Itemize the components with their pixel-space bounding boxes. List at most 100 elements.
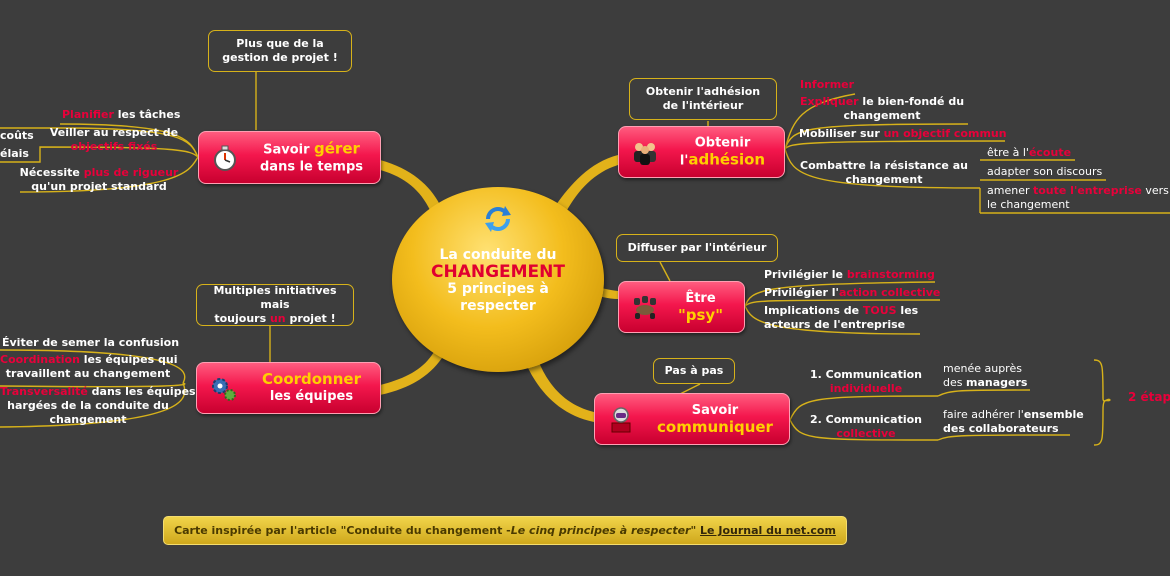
gerer-item-necessite-keyword: plus de rigueur [83,166,179,179]
adhesion-item-expliquer-line2: changement [843,109,921,122]
adhesion-callout-line2: de l'intérieur [662,99,744,112]
gerer-item-delais[interactable]: élais [0,147,29,160]
refresh-arrows-icon [485,206,511,232]
communiquer-item-individuelle-keyword: individuelle [829,382,903,395]
footer-text-a: Carte inspirée par l'article "Conduite d… [174,524,511,537]
adhesion-item-combattre-line2: changement [845,173,923,186]
psy-label-keyword: "psy" [677,306,724,324]
communiquer-item-collective[interactable]: 2. Communication collective [804,413,928,441]
communiquer-sub-managers-line1: menée auprès [943,362,1022,375]
gerer-item-couts[interactable]: coûts [0,129,34,142]
adhesion-sub-amener[interactable]: amener toute l'entreprise vers le change… [987,184,1169,212]
adhesion-item-combattre[interactable]: Combattre la résistance au changement [798,159,970,187]
adhesion-sub-amener-b: vers [1141,184,1169,197]
communiquer-item-individuelle-line1: 1. Communication [809,368,922,381]
coordonner-item-transversalite-line3: changement [49,413,127,426]
communiquer-etapes-label[interactable]: 2 étap [1128,390,1170,404]
gerer-callout-line2: gestion de projet ! [222,51,338,64]
gerer-item-veiller-line1: Veiller au respect de [49,126,179,139]
coordonner-item-transversalite[interactable]: Transversalité dans les équipes hargées … [0,385,196,427]
central-title-line1: La conduite du [439,247,557,263]
psy-item-action-a: Privilégier l' [764,286,839,299]
psy-item-implications[interactable]: Implications de TOUS les acteurs de l'en… [764,304,918,332]
gerer-item-necessite-a: Nécessite [19,166,84,179]
adhesion-label-keyword: adhésion [688,150,766,169]
psy-item-implications-a: Implications de [764,304,863,317]
coordonner-item-transversalite-rest: dans les équipes [87,385,196,398]
branch-node-gerer[interactable]: Savoir gérer dans le temps [198,131,381,184]
gerer-item-veiller-keyword: objectifs fixés [70,140,158,153]
psy-item-action[interactable]: Privilégier l'action collective [764,286,940,300]
adhesion-item-mobiliser-a: Mobiliser sur [799,127,884,140]
gerer-item-planifier[interactable]: Planifier les tâches [62,108,180,122]
coordonner-item-transversalite-keyword: Transversalité [0,385,88,398]
communiquer-item-collective-line1: 2. Communication [809,413,922,426]
footer-text-b: " [690,524,697,537]
communiquer-sub-managers-a: des [943,376,966,389]
communiquer-sub-managers[interactable]: menée auprès des managers [943,362,1027,390]
adhesion-item-informer[interactable]: Informer [800,78,855,91]
gerer-item-veiller[interactable]: Veiller au respect de objectifs fixés [44,126,184,154]
central-title-line3: 5 principes à [447,281,549,297]
gears-icon [212,378,236,401]
psy-item-brainstorming[interactable]: Privilégier le brainstorming [764,268,935,282]
coordonner-item-coordination-line2: travaillent au changement [5,367,171,380]
gerer-callout-line1: Plus que de la [236,37,324,50]
adhesion-item-expliquer[interactable]: Expliquer le bien-fondé du changement [796,95,968,123]
adhesion-item-expliquer-keyword: Expliquer [799,95,859,108]
gerer-item-planifier-rest: les tâches [113,108,181,121]
adhesion-sub-ecoute-a: être à l' [987,146,1029,159]
gerer-item-necessite-line2: qu'un projet standard [31,180,167,193]
psy-item-brainstorming-a: Privilégier le [764,268,847,281]
psy-item-implications-keyword: TOUS [862,304,897,317]
meeting-table-icon [634,296,656,319]
branch-node-coordonner[interactable]: Coordonner les équipes [196,362,381,414]
communiquer-sub-collaborateurs-line2: des collaborateurs [943,422,1059,435]
coordonner-item-coordination[interactable]: Coordination les équipes qui travaillent… [0,353,178,381]
footer-article-title: Le cinq principes à respecter [510,524,691,537]
gerer-label-a: Savoir [263,142,315,157]
coordonner-item-eviter[interactable]: Éviter de semer la confusion [2,336,180,349]
adhesion-sub-amener-keyword: toute l'entreprise [1032,184,1142,197]
stopwatch-icon [214,145,236,171]
communiquer-callout[interactable]: Pas à pas [653,358,735,384]
coordonner-callout-keyword: un [269,312,286,325]
adhesion-item-combattre-line1: Combattre la résistance au [800,159,968,172]
psy-item-brainstorming-keyword: brainstorming [846,268,935,281]
communiquer-sub-managers-keyword: managers [965,376,1028,389]
adhesion-sub-ecoute[interactable]: être à l'écoute [987,146,1071,160]
people-icon [634,143,656,165]
branch-node-adhesion[interactable]: Obtenir l'adhésion [618,126,785,178]
central-title-line4: respecter [460,298,536,314]
adhesion-sub-discours[interactable]: adapter son discours [987,165,1103,178]
psy-item-implications-b: les [896,304,919,317]
communiquer-sub-collaborateurs[interactable]: faire adhérer l'ensemble des collaborate… [943,408,1084,436]
coordonner-callout-a: toujours [214,312,270,325]
gerer-item-planifier-keyword: Planifier [62,108,114,121]
central-topic-node[interactable]: La conduite du CHANGEMENT 5 principes à … [392,187,604,372]
footer-source-link[interactable]: Le Journal du net.com [700,524,836,537]
branch-node-psy[interactable]: Être "psy" [618,281,745,333]
communiquer-item-collective-keyword: collective [836,427,896,440]
adhesion-item-expliquer-rest: le bien-fondé du [858,95,965,108]
coordonner-item-coordination-rest: les équipes qui [79,353,178,366]
gerer-item-necessite[interactable]: Nécessite plus de rigueur qu'un projet s… [16,166,182,194]
central-title-keyword: CHANGEMENT [430,262,565,282]
branch-node-communiquer[interactable]: Savoir communiquer [594,393,790,445]
adhesion-item-mobiliser-keyword: un objectif commun [883,127,1007,140]
psy-callout[interactable]: Diffuser par l'intérieur [616,234,778,262]
adhesion-item-mobiliser[interactable]: Mobiliser sur un objectif commun [799,127,1007,141]
speaker-podium-icon [611,407,631,433]
coordonner-item-coordination-keyword: Coordination [0,353,80,366]
coordonner-callout-b: projet ! [285,312,336,325]
communiquer-label-keyword: communiquer [657,418,773,436]
coordonner-label-keyword: Coordonner [262,370,361,388]
psy-item-action-keyword: action collective [838,286,941,299]
communiquer-item-individuelle[interactable]: 1. Communication individuelle [804,368,928,396]
coordonner-callout-line1: Multiples initiatives mais [213,284,337,311]
adhesion-sub-amener-line2: le changement [987,198,1070,211]
